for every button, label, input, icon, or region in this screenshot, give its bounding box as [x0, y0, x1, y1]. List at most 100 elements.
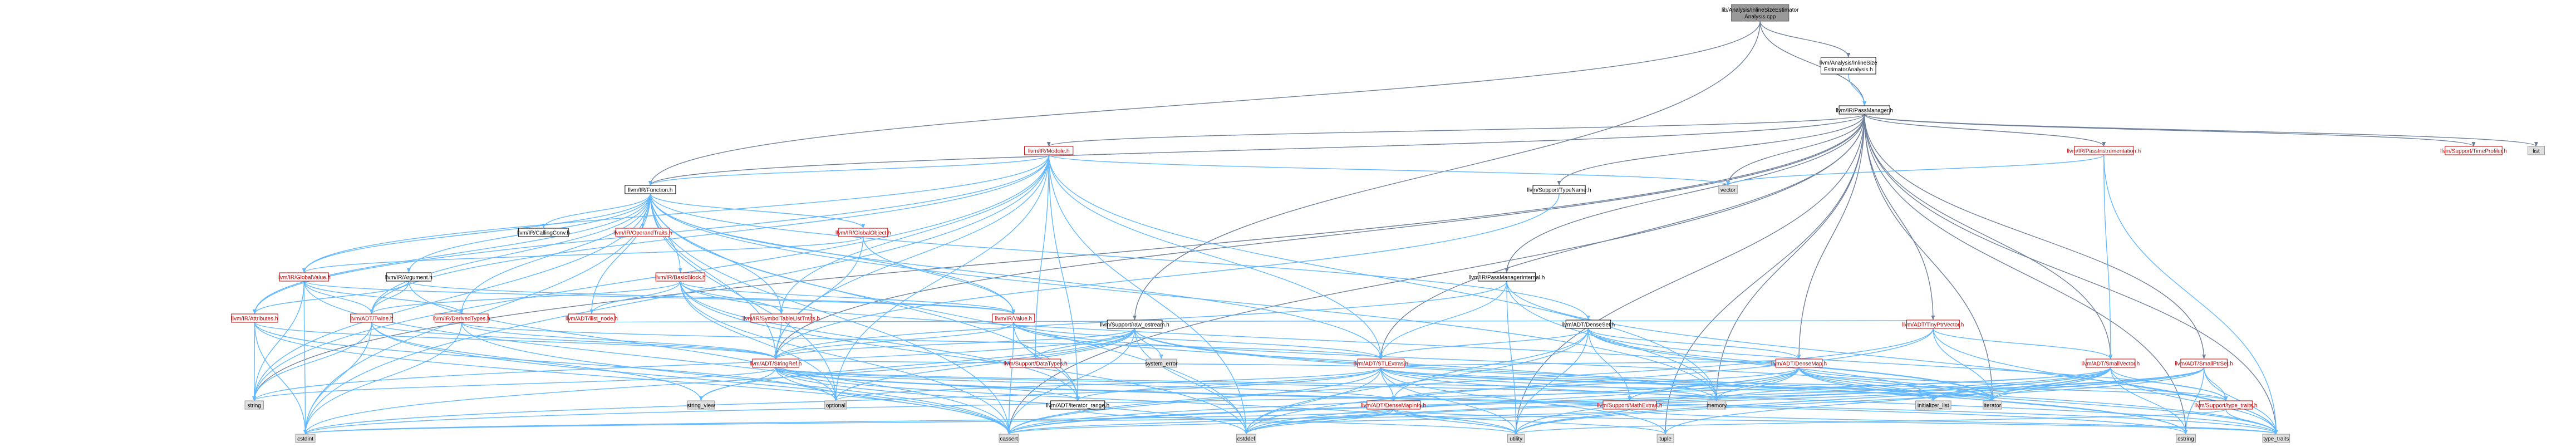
edge-arrowhead: [370, 310, 374, 314]
node-MathExtras[interactable]: llvm/Support/MathExtras.h: [1597, 400, 1662, 410]
node-PassInstr[interactable]: llvm/IR/PassInstrumentation.h: [2067, 146, 2141, 155]
node-ilist_node[interactable]: llvm/ADT/ilist_node.h: [566, 313, 618, 323]
edge-Module-optional: [835, 154, 1049, 401]
node-label: list: [2533, 149, 2539, 155]
node-DerivedTypes[interactable]: llvm/IR/DerivedTypes.h: [433, 313, 490, 323]
edge-Function-GlobalValue: [303, 193, 651, 273]
node-SmallVector[interactable]: llvm/ADT/SmallVector.h: [2082, 358, 2140, 368]
node-label: llvm/ADT/StringRef.h: [750, 361, 802, 367]
node-box: [1010, 358, 1061, 368]
node-PMInternal[interactable]: llvm/IR/PassManagerInternal.h: [1469, 272, 1545, 282]
node-list: list: [2528, 146, 2545, 155]
node-label: cstring: [2177, 436, 2194, 443]
node-Attributes[interactable]: llvm/IR/Attributes.h: [231, 313, 278, 323]
node-label: llvm/IR/Attributes.h: [232, 316, 278, 322]
node-Argument[interactable]: llvm/IR/Argument.h: [385, 272, 432, 282]
node-CallingConv[interactable]: llvm/IR/CallingConv.h: [517, 228, 570, 237]
node-label: llvm/ADT/DenseSet.h: [1562, 322, 1615, 328]
node-box: [244, 400, 264, 410]
edge-arrowhead: [1159, 355, 1163, 359]
node-rawostream[interactable]: llvm/Support/raw_ostream.h: [1100, 320, 1169, 329]
node-label: llvm/Support/raw_ostream.h: [1100, 322, 1169, 328]
node-box: [1820, 57, 1876, 75]
node-PM[interactable]: llvm/IR/PassManager.h: [1836, 105, 1893, 115]
edge-arrowhead: [541, 224, 545, 228]
node-STLExtras[interactable]: llvm/ADT/STLExtras.h: [1354, 358, 1408, 368]
edge-Function-CallingConv: [543, 193, 651, 229]
edge-PM-SmallPtrSet: [1864, 114, 2205, 360]
node-box: [2074, 146, 2134, 155]
edge-PM-PMInternal: [1506, 114, 1865, 273]
edge-DenseMap-DenseMapInfo: [1393, 367, 1800, 401]
node-box: [279, 272, 329, 282]
edge-StringRef-DenseMapInfo: [775, 367, 1394, 401]
node-GlobalObject[interactable]: llvm/IR/GlobalObject.h: [835, 228, 891, 237]
node-memory: memory: [1707, 400, 1727, 410]
node-label: llvm/ADT/SmallVector.h: [2082, 361, 2140, 367]
edge-PM-TimeProf: [1864, 114, 2474, 147]
edge-GlobalValue-DerivedTypes: [303, 281, 462, 315]
node-StringRef[interactable]: llvm/ADT/StringRef.h: [750, 358, 802, 368]
node-box: [1656, 434, 1674, 443]
node-iterator_range[interactable]: llvm/ADT/iterator_range.h: [1046, 400, 1109, 410]
node-box: [1838, 105, 1890, 115]
node-box: [1107, 320, 1163, 329]
edge-STLExtras-DenseMapInfo: [1380, 367, 1394, 401]
node-SymTab[interactable]: llvm/IR/SymbolTableListTraits.h: [743, 313, 820, 323]
node-Value[interactable]: llvm/IR/Value.h: [992, 313, 1035, 323]
node-box: [992, 313, 1035, 323]
node-cstdint: cstdint: [295, 434, 316, 443]
node-DenseSet[interactable]: llvm/ADT/DenseSet.h: [1562, 320, 1615, 329]
node-label: iterator: [1984, 403, 2002, 409]
edge-arrowhead: [2102, 142, 2106, 146]
node-TinyPtrVector[interactable]: llvm/ADT/TinyPtrVector.h: [1902, 320, 1964, 329]
edge-STLExtras-cstddef: [1246, 367, 1382, 435]
edge-arrowhead: [2108, 355, 2113, 359]
node-OperandTraits[interactable]: llvm/IR/OperandTraits.h: [613, 228, 672, 237]
node-type_traits_h[interactable]: llvm/Support/type_traits.h: [2195, 400, 2258, 410]
node-Module[interactable]: llvm/IR/Module.h: [1024, 146, 1074, 155]
edge-arrowhead: [459, 310, 464, 314]
node-box: [2199, 400, 2253, 410]
edge-arrowhead: [678, 268, 682, 273]
node-box: [2086, 358, 2136, 368]
node-box: [838, 228, 888, 237]
node-Twine[interactable]: llvm/ADT/Twine.h: [350, 313, 394, 323]
node-string_view: string_view: [687, 400, 715, 410]
node-DenseMapInfo[interactable]: llvm/ADT/DenseMapInfo.h: [1361, 400, 1426, 410]
edge-PM-type_traits: [1864, 114, 2277, 435]
node-DenseMap[interactable]: llvm/ADT/DenseMap.h: [1771, 358, 1827, 368]
edge-arrowhead: [1726, 181, 1731, 185]
node-DataTypes[interactable]: llvm/Support/DataTypes.h: [1004, 358, 1068, 368]
node-tuple: tuple: [1656, 434, 1674, 443]
node-SmallPtrSet[interactable]: llvm/ADT/SmallPtrSet.h: [2175, 358, 2233, 368]
edge-rawostream-cassert: [1008, 328, 1135, 435]
node-box: [518, 228, 569, 237]
edge-STLExtras-memory: [1380, 367, 1717, 401]
edge-arrowhead: [1011, 310, 1016, 314]
edge-DenseSet-initializer_list: [1587, 328, 1934, 401]
node-GlobalValue[interactable]: llvm/IR/GlobalValue.h: [278, 272, 331, 282]
node-box: [386, 272, 432, 282]
edge-Function-Twine: [371, 193, 651, 315]
node-TypeName[interactable]: llvm/Support/TypeName.h: [1527, 185, 1591, 194]
node-root[interactable]: lib/Analysis/InlineSizeEstimatorAnalysis…: [1722, 4, 1799, 22]
node-Function[interactable]: llvm/IR/Function.h: [625, 185, 676, 194]
node-TimeProf[interactable]: llvm/Support/TimeProfiler.h: [2440, 146, 2507, 155]
node-label: llvm/IR/BasicBlock.h: [655, 275, 706, 281]
node-ISEA[interactable]: llvm/Analysis/InlineSizeEstimatorAnalysi…: [1820, 57, 1877, 75]
node-box: [1357, 358, 1405, 368]
edge-Attributes-optional: [254, 322, 837, 401]
edge-arrowhead: [2202, 355, 2206, 359]
edge-Twine-StringRef: [371, 322, 776, 360]
node-BasicBlock[interactable]: llvm/IR/BasicBlock.h: [655, 272, 706, 282]
edge-GlobalValue-cstdint: [303, 281, 306, 435]
edge-GlobalObject-GlobalValue: [303, 236, 864, 273]
edge-PassInstr-type_traits: [2103, 154, 2277, 435]
edge-SmallVector-type_traits_h: [2110, 367, 2226, 401]
edge-Module-string: [254, 154, 1049, 401]
edge-root-ISEA: [1759, 21, 1849, 58]
edge-Module-cstdint: [304, 154, 1049, 435]
edge-Function-Attributes: [254, 193, 651, 315]
node-label: llvm/IR/PassManager.h: [1836, 108, 1893, 114]
